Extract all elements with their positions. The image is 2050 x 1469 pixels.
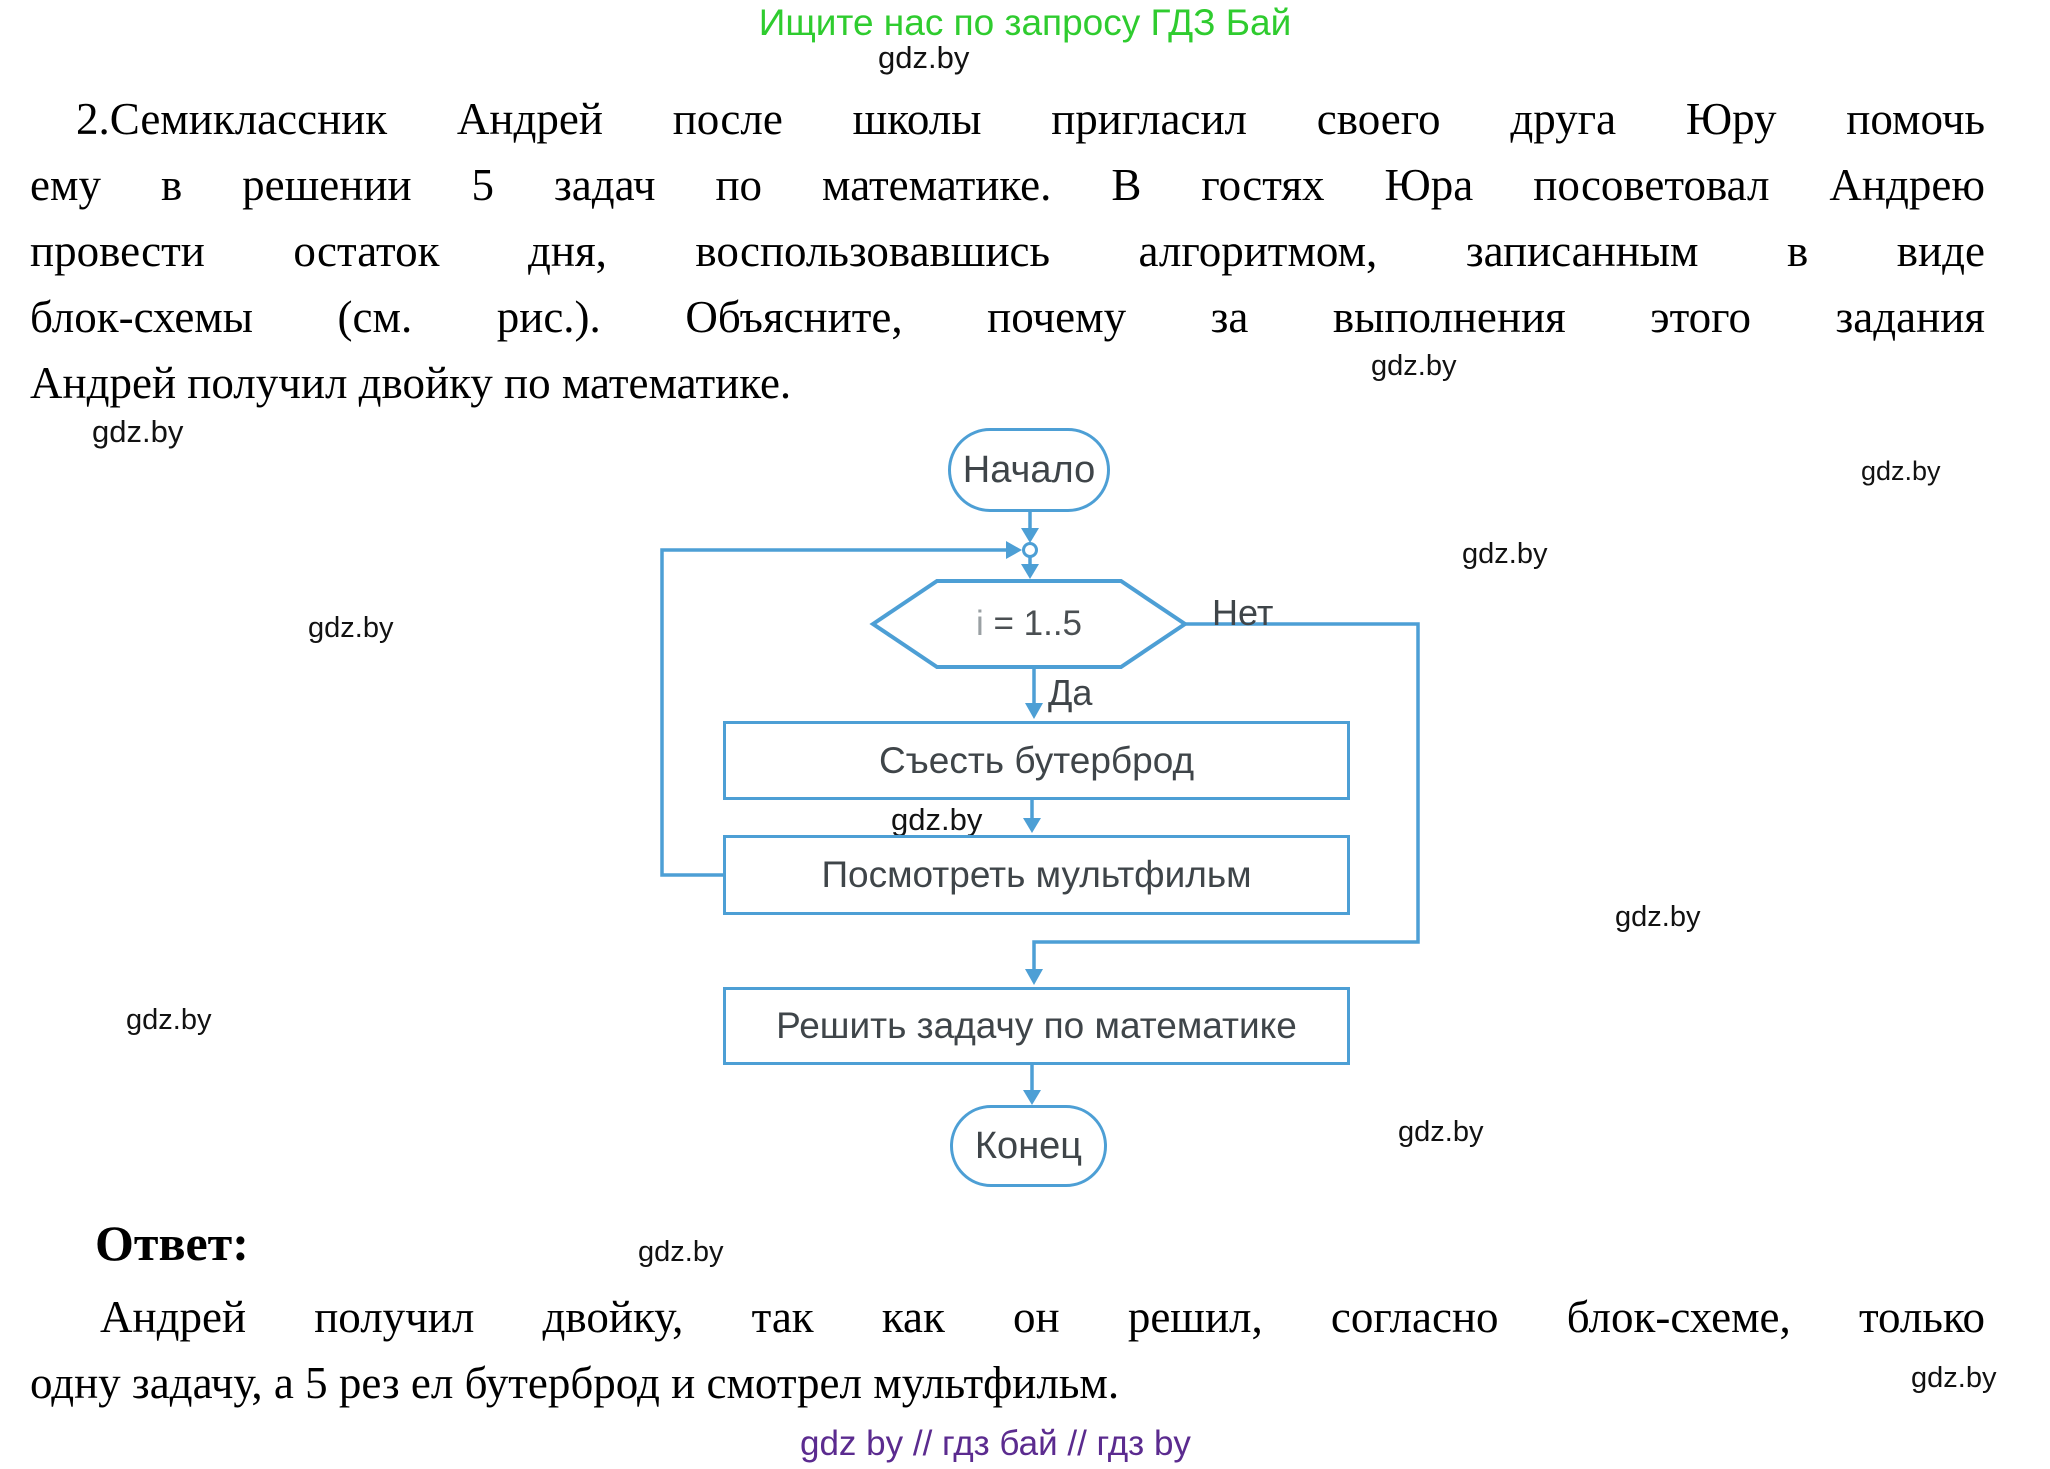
problem-line: провести остаток дня, воспользовавшись а… bbox=[30, 226, 1985, 276]
answer-heading: Ответ: bbox=[95, 1215, 249, 1271]
answer-line: одну задачу, а 5 рез ел бутерброд и смот… bbox=[30, 1358, 1120, 1408]
gdz-watermark: gdz.by bbox=[1462, 538, 1548, 570]
branch-label-yes: Да bbox=[1048, 672, 1093, 713]
promo-banner: Ищите нас по запросу ГДЗ Бай bbox=[758, 2, 1292, 43]
branch-label-no: Нет bbox=[1212, 592, 1274, 633]
arrowhead-down bbox=[1021, 564, 1039, 579]
problem-line: Андрей получил двойку по математике. bbox=[30, 358, 792, 408]
step-label: Съесть бутерброд bbox=[878, 739, 1195, 781]
step-label: Посмотреть мультфильм bbox=[821, 854, 1252, 895]
flowchart-step-watch-cartoon: Посмотреть мультфильм bbox=[723, 835, 1350, 915]
answer-line: Андрей получил двойку, так как он решил,… bbox=[100, 1292, 1985, 1342]
flowchart-end-node: Конец bbox=[950, 1105, 1107, 1187]
junction-circle bbox=[1022, 542, 1038, 558]
gdz-watermark: gdz.by bbox=[308, 612, 394, 644]
arrowhead-down bbox=[1025, 703, 1043, 719]
flowchart-start-node: Начало bbox=[948, 428, 1110, 512]
arrowhead-down bbox=[1023, 818, 1041, 833]
condition-variable: i bbox=[975, 604, 984, 643]
step-label: Решить задачу по математике bbox=[776, 1005, 1297, 1046]
arrowhead-down bbox=[1025, 969, 1043, 985]
gdz-watermark: gdz.by bbox=[878, 40, 970, 75]
problem-line: блок-схемы (см. рис.). Объясните, почему… bbox=[30, 292, 1985, 342]
arrowhead-down bbox=[1023, 1090, 1041, 1105]
flowchart-step-solve-task: Решить задачу по математике bbox=[723, 987, 1350, 1065]
end-label: Конец bbox=[974, 1124, 1083, 1167]
gdz-watermark: gdz.by bbox=[1615, 901, 1701, 933]
flowchart-step-eat-sandwich: Съесть бутерброд bbox=[723, 721, 1350, 800]
gdz-watermark: gdz.by bbox=[1371, 350, 1457, 382]
problem-line: 2.Семиклассник Андрей после школы пригла… bbox=[76, 94, 1985, 144]
gdz-watermark: gdz.by bbox=[126, 1004, 212, 1036]
gdz-watermark: gdz.by bbox=[1911, 1362, 1997, 1394]
start-label: Начало bbox=[962, 448, 1096, 491]
site-footer: gdz by // гдз бай // гдз by bbox=[800, 1424, 1191, 1463]
gdz-watermark: gdz.by bbox=[92, 414, 184, 449]
gdz-watermark: gdz.by bbox=[638, 1236, 724, 1268]
arrowhead-right bbox=[1006, 541, 1022, 559]
gdz-watermark: gdz.by bbox=[1861, 456, 1941, 486]
flowchart-condition-node: i = 1..5 bbox=[873, 581, 1185, 667]
condition-range: = 1..5 bbox=[983, 604, 1083, 643]
problem-line: ему в решении 5 задач по математике. В г… bbox=[30, 160, 1985, 210]
gdz-watermark: gdz.by bbox=[891, 802, 983, 837]
arrowhead-down bbox=[1021, 528, 1039, 543]
gdz-watermark: gdz.by bbox=[1398, 1116, 1484, 1148]
